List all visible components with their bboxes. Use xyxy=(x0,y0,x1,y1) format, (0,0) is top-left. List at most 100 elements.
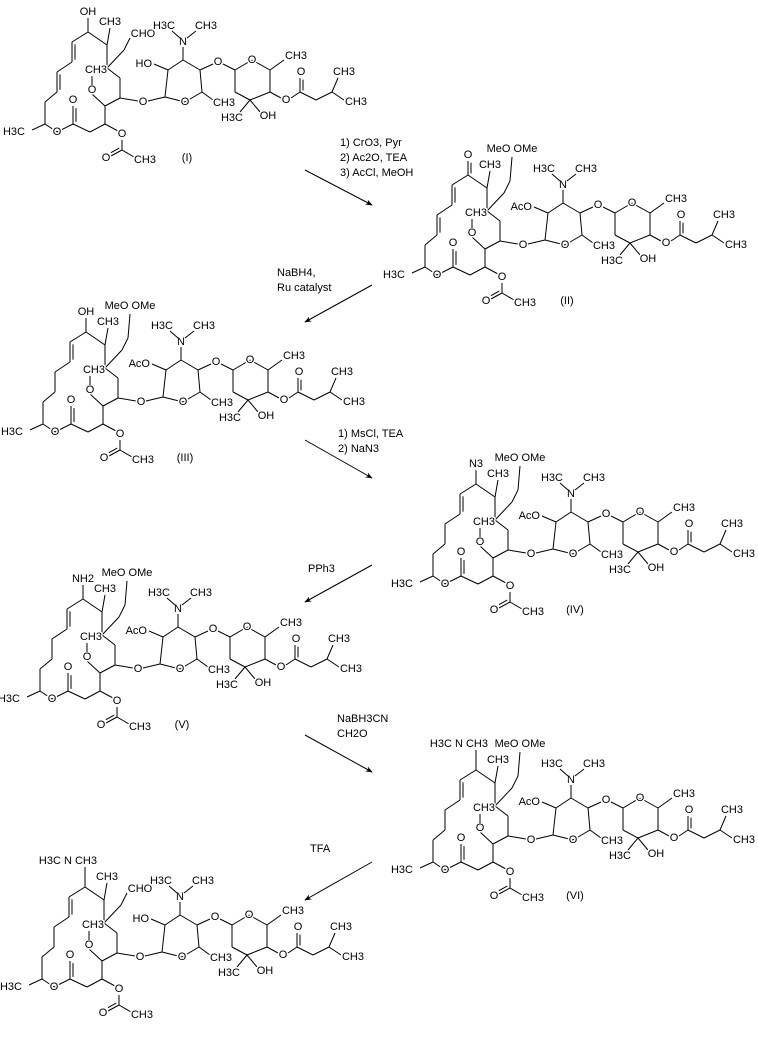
bond xyxy=(269,91,282,99)
bond xyxy=(118,604,126,618)
acetate-carbonyl-oxygen: O xyxy=(490,604,499,616)
bond xyxy=(86,660,101,674)
sugar-bond xyxy=(232,359,251,371)
methoxy-oxygen: O xyxy=(85,939,94,951)
methyl-label: CH3 xyxy=(192,875,214,887)
sugar-ring-oxygen: O xyxy=(179,396,188,408)
bond xyxy=(551,173,561,182)
methyl-label: H3C xyxy=(221,112,243,124)
bond xyxy=(326,658,340,668)
acetate-carbonyl xyxy=(105,716,118,724)
ring-bond xyxy=(42,423,56,433)
aldehyde-label: CHO xyxy=(131,28,156,40)
sugar-bond xyxy=(249,359,269,371)
bond xyxy=(249,99,261,113)
sugar-bond xyxy=(162,626,179,638)
methyl-label: CH3 xyxy=(343,396,365,408)
bond xyxy=(610,515,624,523)
methoxy-oxygen: O xyxy=(468,227,477,239)
ring-bond xyxy=(484,240,501,250)
sugar-substituent-label: AcO xyxy=(519,796,541,808)
methyl-label: CH3 xyxy=(473,516,495,528)
sugar-bond xyxy=(631,202,651,214)
bond xyxy=(150,918,166,926)
methyl-label: H3C xyxy=(219,412,241,424)
bond xyxy=(589,829,602,839)
bond xyxy=(285,658,296,666)
ester-oxygen: O xyxy=(277,661,286,673)
sugar-bond xyxy=(622,797,641,809)
hydroxyl-label: OH xyxy=(255,677,272,689)
bond xyxy=(517,465,521,491)
bond xyxy=(695,234,713,244)
bond xyxy=(151,363,167,371)
interglycosidic-oxygen: O xyxy=(214,56,223,68)
bond xyxy=(687,543,705,553)
methyl-label: CH3 xyxy=(280,617,302,629)
bond xyxy=(649,234,662,242)
methyl-label: CH3 xyxy=(733,834,755,846)
bond xyxy=(121,337,129,351)
lactone-carbonyl-oxygen: O xyxy=(457,832,466,844)
bond xyxy=(237,399,249,413)
bond xyxy=(196,658,209,668)
sugar-substituent-label: AcO xyxy=(129,358,151,370)
sugar-bond xyxy=(552,521,557,550)
sugar-ring-oxygen: O xyxy=(561,239,570,251)
sugar-bond xyxy=(564,234,583,246)
top-group-label: NH2 xyxy=(72,573,94,585)
reagent-label: 2) NaN3 xyxy=(338,443,379,455)
acetate-carbonyl xyxy=(490,292,503,300)
bond xyxy=(494,479,499,498)
bond xyxy=(120,892,128,906)
ring-bond xyxy=(99,664,116,674)
bond xyxy=(287,946,298,954)
sugar-substituent-label: AcO xyxy=(511,201,533,213)
bond xyxy=(507,835,527,840)
bond xyxy=(527,239,546,245)
bond xyxy=(26,690,41,698)
bond xyxy=(331,77,339,93)
sugar-bond xyxy=(555,797,572,809)
ring-bond xyxy=(85,331,106,346)
bond xyxy=(297,391,315,401)
bond xyxy=(657,543,670,551)
methyl-label: CH3 xyxy=(131,1009,153,1021)
bond xyxy=(687,829,705,839)
ring-bond xyxy=(56,123,74,133)
interglycosidic-oxygen: O xyxy=(212,356,221,368)
reaction-arrow xyxy=(304,734,373,773)
acetate-carbonyl xyxy=(498,887,511,895)
methyl-label: CH3 xyxy=(285,50,307,62)
reagent-label: 3) AcCl, MeOH xyxy=(340,167,413,179)
methyl-label: CH3 xyxy=(328,633,350,645)
bond xyxy=(411,266,426,274)
bond xyxy=(294,658,312,668)
ring-bond xyxy=(70,423,89,433)
ring-bond xyxy=(66,598,84,610)
bond xyxy=(587,801,602,809)
bond xyxy=(236,954,248,968)
lactone-carbonyl-oxygen: O xyxy=(449,237,458,249)
ring-bond xyxy=(51,690,69,700)
sugar-bond xyxy=(246,946,268,956)
bond xyxy=(199,63,214,71)
bond xyxy=(574,482,585,491)
ring-bond xyxy=(436,204,453,216)
methyl-label: H3C xyxy=(148,587,170,599)
bond xyxy=(484,266,499,275)
methyl-label: CH3 xyxy=(213,97,235,109)
ring-bond xyxy=(444,799,461,811)
ring-oxygen: O xyxy=(50,981,59,993)
bond xyxy=(28,978,43,986)
bond xyxy=(637,837,649,851)
sugar-bond xyxy=(251,59,271,71)
methoxy-oxygen: O xyxy=(88,84,97,96)
ring-bond xyxy=(436,266,454,276)
ring-bond xyxy=(467,174,488,189)
sugar-substituent-label: AcO xyxy=(519,510,541,522)
aldehyde-label: CHO xyxy=(128,883,153,895)
bond xyxy=(102,423,117,432)
sugar-bond xyxy=(162,396,184,403)
ester-carbonyl-oxygen: O xyxy=(685,518,694,530)
